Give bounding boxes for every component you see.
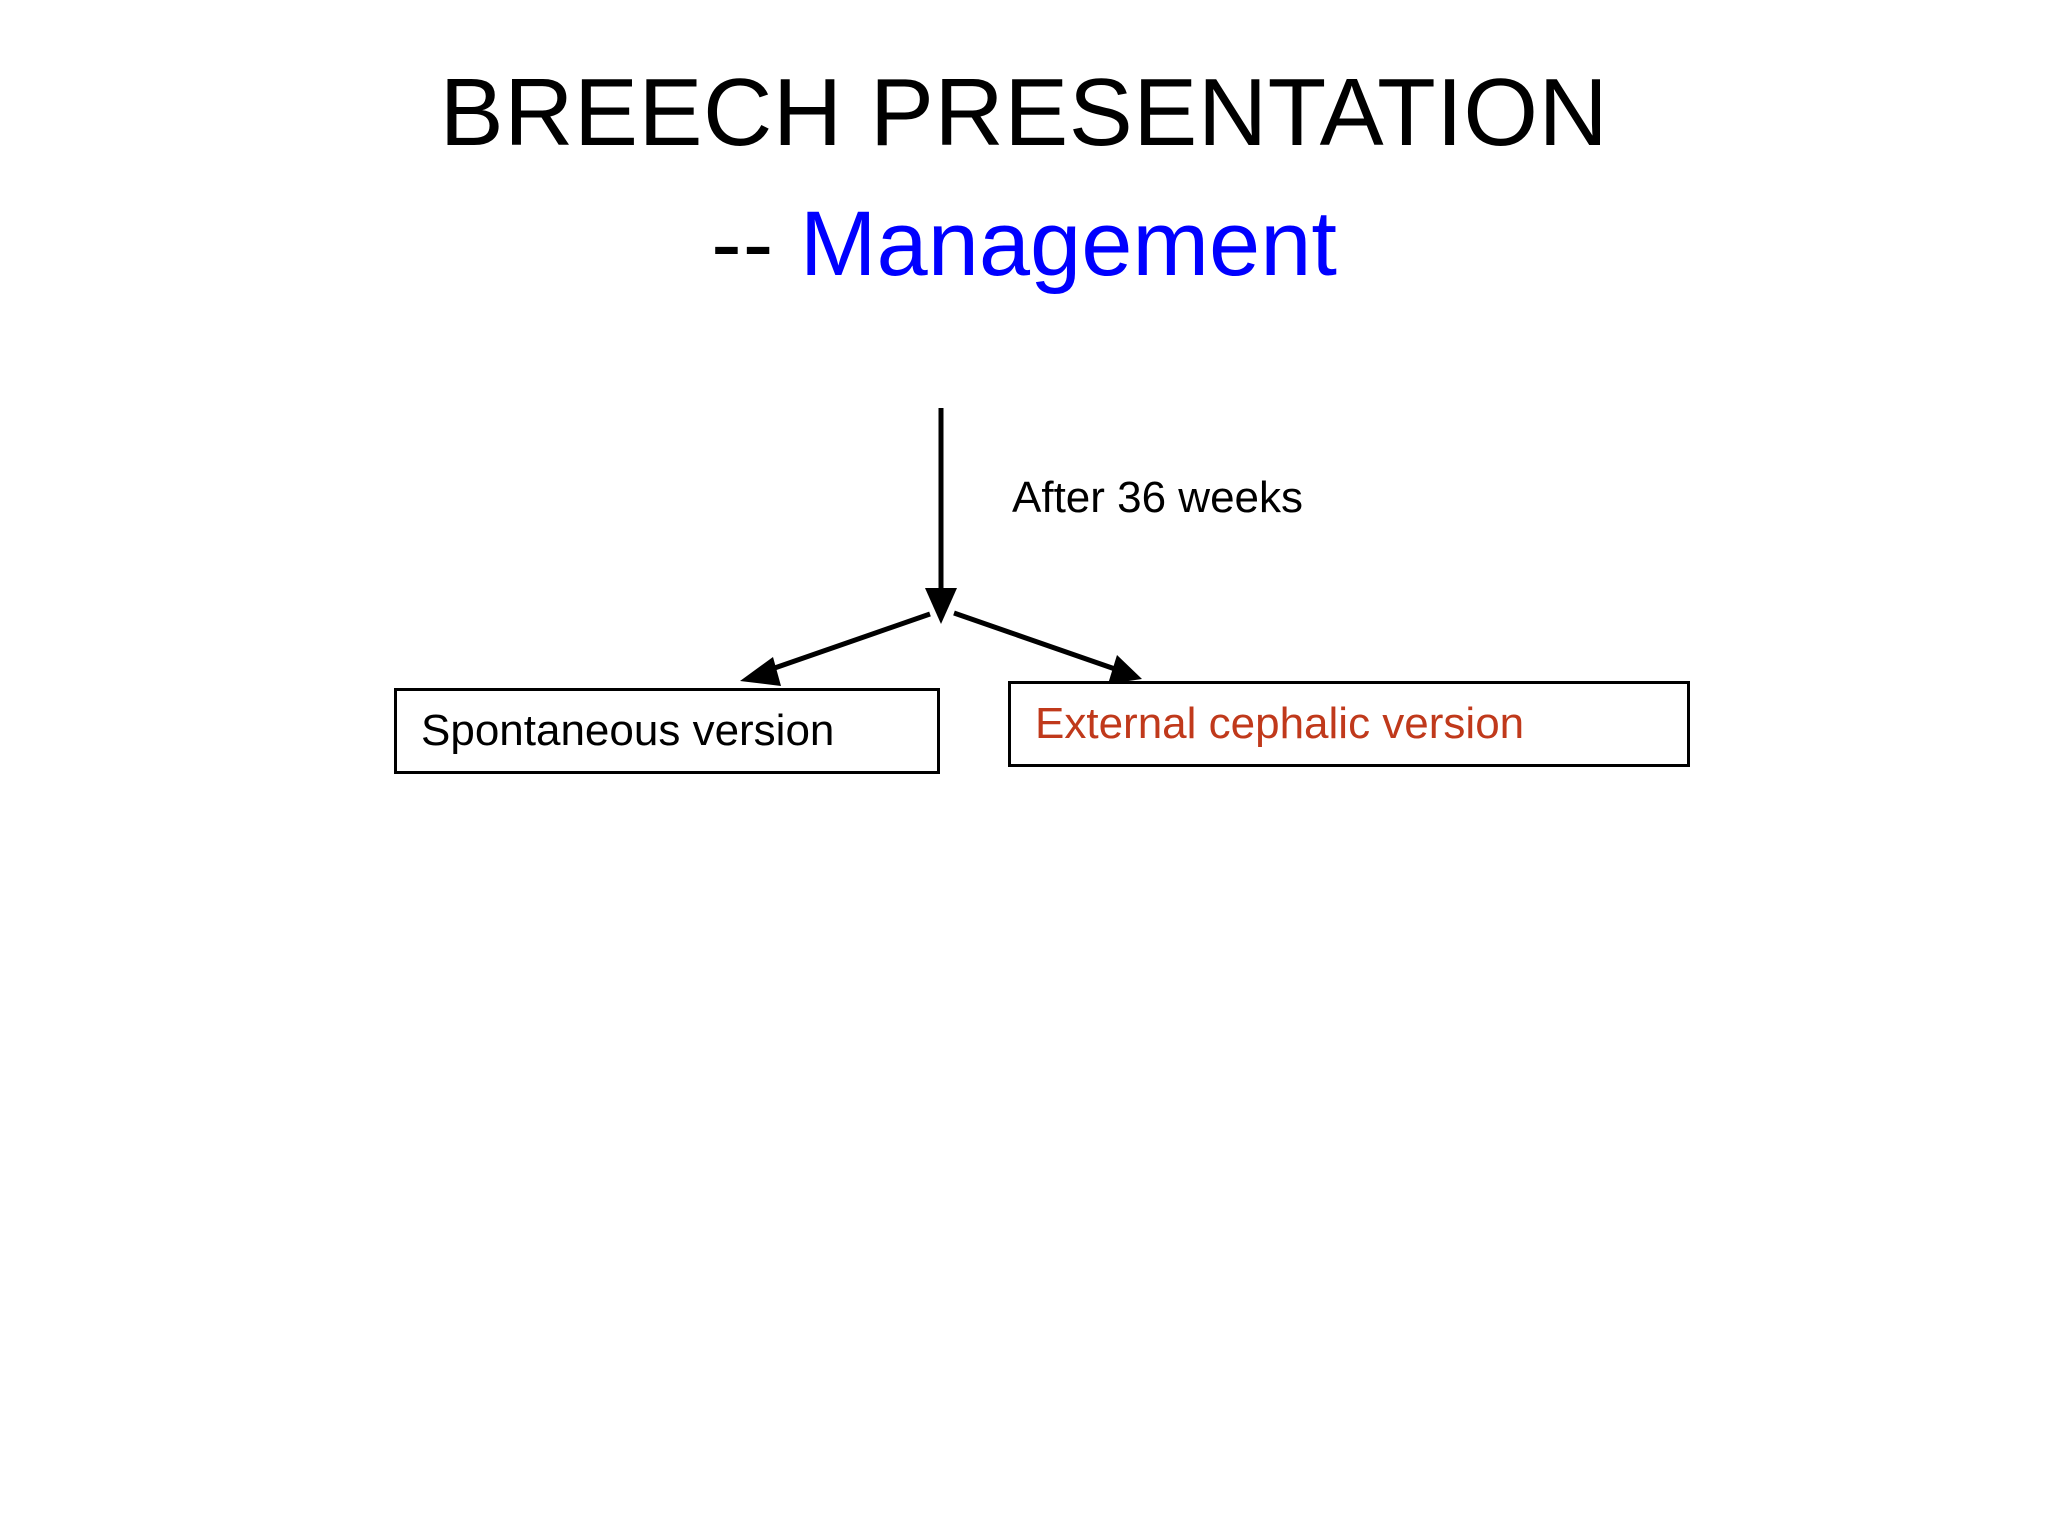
trunk-arrow-down-icon (925, 408, 957, 624)
node-external-cephalic-version[interactable]: External cephalic version (1008, 681, 1690, 767)
node-external-cephalic-version-label: External cephalic version (1035, 699, 1525, 748)
branch-condition-label: After 36 weeks (1012, 473, 1304, 522)
subtitle-dashes: -- (711, 193, 775, 295)
node-spontaneous-version-label: Spontaneous version (421, 706, 835, 755)
branch-arrow-left-icon (740, 611, 931, 686)
slide-subtitle: -- Management (0, 186, 2048, 302)
slide-title-block: BREECH PRESENTATION -- Management (0, 58, 2048, 302)
page-title: BREECH PRESENTATION (439, 59, 1609, 166)
branch-arrow-right-icon (953, 610, 1142, 684)
node-spontaneous-version[interactable]: Spontaneous version (394, 688, 940, 774)
subtitle-emphasis-text: Management (799, 193, 1337, 295)
